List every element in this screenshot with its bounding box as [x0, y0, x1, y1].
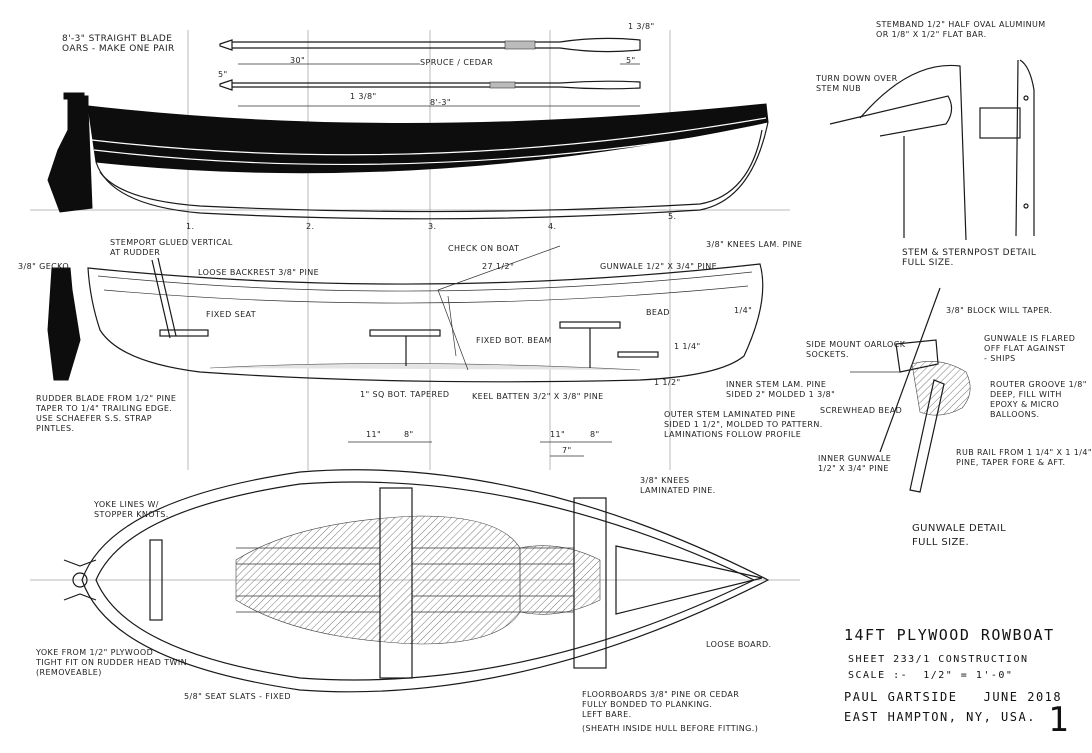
oars-dim-left: 30"	[290, 56, 306, 65]
note-dim-bot: 1 1/2"	[654, 378, 681, 387]
note-dim-1-14: 1 1/4"	[674, 342, 701, 351]
note-stemport: stemport glued vertical at rudder	[110, 238, 233, 257]
oars-spruce: spruce / cedar	[420, 58, 494, 67]
note-block: 3/8" block will taper.	[946, 306, 1053, 315]
note-yoke-lines: yoke lines w/ stopper knots.	[94, 500, 169, 519]
dimension-marks	[348, 441, 612, 457]
note-fixed-seat: fixed seat	[206, 310, 257, 319]
note-gunwale-flared: gunwale is flared off flat against - shi…	[984, 334, 1076, 363]
oars-dim-blade: 5"	[218, 70, 228, 79]
note-keel: keel batten 3/2" x 3/8" pine	[472, 392, 604, 401]
station-2: 2.	[306, 222, 315, 231]
stem-detail	[829, 59, 1035, 241]
station-1: 1.	[186, 222, 195, 231]
note-loose-board: loose board.	[706, 640, 772, 649]
oars-dim-right: 5"	[626, 56, 636, 65]
note-dim-14: 1/4"	[734, 306, 753, 315]
gunwale-detail	[850, 287, 971, 493]
note-outer-stem: outer stem laminated pine sided 1 1/2", …	[664, 410, 823, 439]
note-bot: 1" sq bot. tapered	[360, 390, 450, 399]
note-bead: bead	[646, 308, 670, 317]
title-block-location: east hampton, ny, usa.	[844, 710, 1036, 724]
note-yoke: yoke from 1/2" plywood tight fit on rudd…	[36, 648, 190, 677]
plan-dim-b1: 11"	[550, 430, 566, 439]
note-fixed-bot-beam: fixed bot. beam	[476, 336, 552, 345]
plan-dim-a2: 8"	[404, 430, 414, 439]
note-floorboards-2: (sheath inside hull before fitting.)	[582, 724, 759, 733]
oars-dim-top: 1 3/8"	[628, 22, 655, 31]
oars-title: 8'-3" straight blade oars - make one pai…	[62, 34, 175, 54]
note-inner-stem: inner stem lam. pine sided 2" molded 1 3…	[726, 380, 836, 399]
note-angle: 27 1/2°	[482, 262, 515, 271]
title-block-sheet: sheet 233/1 construction	[848, 654, 1029, 665]
station-4: 4.	[548, 222, 557, 231]
note-turn-down: turn down over stem nub	[816, 74, 898, 93]
note-gecko: 3/8" gecko	[18, 262, 70, 271]
note-check-on-boat: check on boat	[448, 244, 520, 253]
oars-dim-total: 8'-3"	[430, 98, 451, 107]
plan-dim-c: 7"	[562, 446, 572, 455]
note-stemband: stemband 1/2" half oval aluminum or 1/8"…	[876, 20, 1046, 39]
note-screwhead: screwhead bead	[820, 406, 903, 415]
station-5: 5.	[668, 212, 677, 221]
profile-view	[47, 92, 769, 220]
note-rudder: rudder blade from 1/2" pine taper to 1/4…	[36, 394, 177, 433]
plan-view	[63, 469, 770, 693]
plan-dim-b2: 8"	[590, 430, 600, 439]
section-view	[47, 245, 764, 383]
title-block-scale: scale :- 1/2" = 1'-0"	[848, 670, 1014, 681]
note-inner-gunwale: inner gunwale 1/2" x 3/4" pine	[818, 454, 892, 473]
sheet-number: 1	[1048, 700, 1069, 740]
note-loose-backrest: loose backrest 3/8" pine	[198, 268, 320, 277]
plan-dim-a1: 11"	[366, 430, 382, 439]
gunwale-caption: gunwale detail full size.	[912, 523, 1007, 548]
stem-caption: stem & sternpost detail full size.	[902, 248, 1037, 268]
note-router: router groove 1/8" deep, fill with epoxy…	[990, 380, 1087, 419]
oars-dim-top2: 1 3/8"	[350, 92, 377, 101]
note-knees: 3/8" knees lam. pine	[706, 240, 803, 249]
note-side-mount: side mount oarlock sockets.	[806, 340, 906, 359]
note-seat-slats: 5/8" seat slats - fixed	[184, 692, 291, 701]
oars-drawing	[219, 37, 641, 107]
station-3: 3.	[428, 222, 437, 231]
title-block-title: 14ft plywood rowboat	[844, 626, 1055, 644]
note-gunwale: gunwale 1/2" x 3/4" pine	[600, 262, 718, 271]
title-block-designer: paul gartside june 2018	[844, 690, 1063, 704]
note-rub-rail: rub rail from 1 1/4" x 1 1/4" pine, tape…	[956, 448, 1092, 467]
note-knees-plan: 3/8" knees laminated pine.	[640, 476, 716, 495]
note-floorboards: floorboards 3/8" pine or cedar fully bon…	[582, 690, 740, 719]
